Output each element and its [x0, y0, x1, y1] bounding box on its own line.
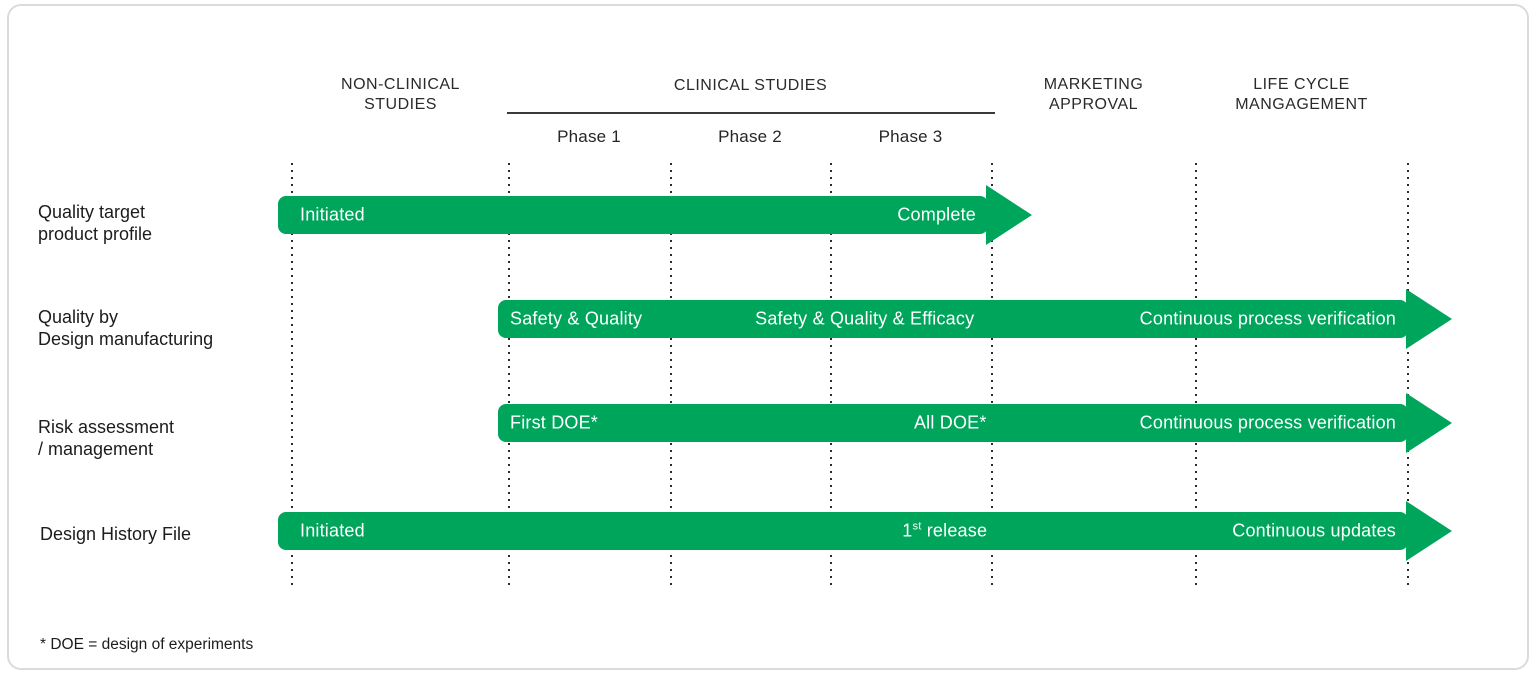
column-divider-dotted-line [508, 163, 510, 586]
arrow-label-all-doe: All DOE* [913, 412, 987, 433]
timeline-arrow-quality-target: Initiated Complete [278, 196, 988, 234]
row-label-quality-by-design-manufacturing: Quality by Design manufacturing [38, 307, 214, 350]
column-divider-dotted-line [291, 163, 293, 586]
arrow-label-safety-quality: Safety & Quality [510, 308, 643, 329]
column-divider-dotted-line [991, 163, 993, 586]
footnote-doe-definition: * DOE = design of experiments [40, 636, 254, 653]
phase-1-label: Phase 1 [557, 127, 621, 146]
timeline-arrow-quality-by-design: Safety & Quality Safety & Quality & Effi… [498, 300, 1408, 338]
arrow-label-continuous-process-verification: Continuous process verification [1139, 308, 1396, 329]
phase-2-label: Phase 2 [718, 127, 782, 146]
column-divider-dotted-line [670, 163, 672, 586]
arrow-label-complete: Complete [897, 204, 976, 225]
arrow-label-continuous-updates: Continuous updates [1232, 520, 1396, 541]
phase-3-label: Phase 3 [878, 127, 943, 146]
row-label-quality-target-product-profile: Quality target product profile [38, 202, 153, 245]
column-divider-dotted-line [830, 163, 832, 586]
column-header-marketing-approval: MARKETING APPROVAL [1043, 76, 1144, 113]
arrow-label-initiated: Initiated [300, 520, 365, 541]
timeline-arrow-risk-assessment: First DOE* All DOE* Continuous process v… [498, 404, 1408, 442]
arrow-label-continuous-process-verification: Continuous process verification [1139, 412, 1396, 433]
column-divider-dotted-line [1407, 163, 1409, 586]
arrow-label-safety-quality-efficacy: Safety & Quality & Efficacy [755, 308, 975, 329]
arrow-label-first-doe: First DOE* [510, 412, 599, 433]
row-label-risk-assessment-management: Risk assessment / management [38, 417, 175, 460]
column-header-non-clinical-studies: NON-CLINICAL STUDIES [341, 76, 460, 113]
arrow-label-first-release: 1st release [902, 520, 988, 541]
column-header-life-cycle-management: LIFE CYCLE MANGAGEMENT [1235, 76, 1368, 113]
arrow-label-initiated: Initiated [300, 204, 365, 225]
column-header-clinical-studies: CLINICAL STUDIES [673, 77, 828, 94]
row-label-design-history-file: Design History File [40, 524, 192, 544]
timeline-arrow-design-history-file: Initiated 1st release Continuous updates [278, 512, 1408, 550]
column-divider-dotted-line [1195, 163, 1197, 586]
clinical-studies-underline [507, 112, 995, 114]
